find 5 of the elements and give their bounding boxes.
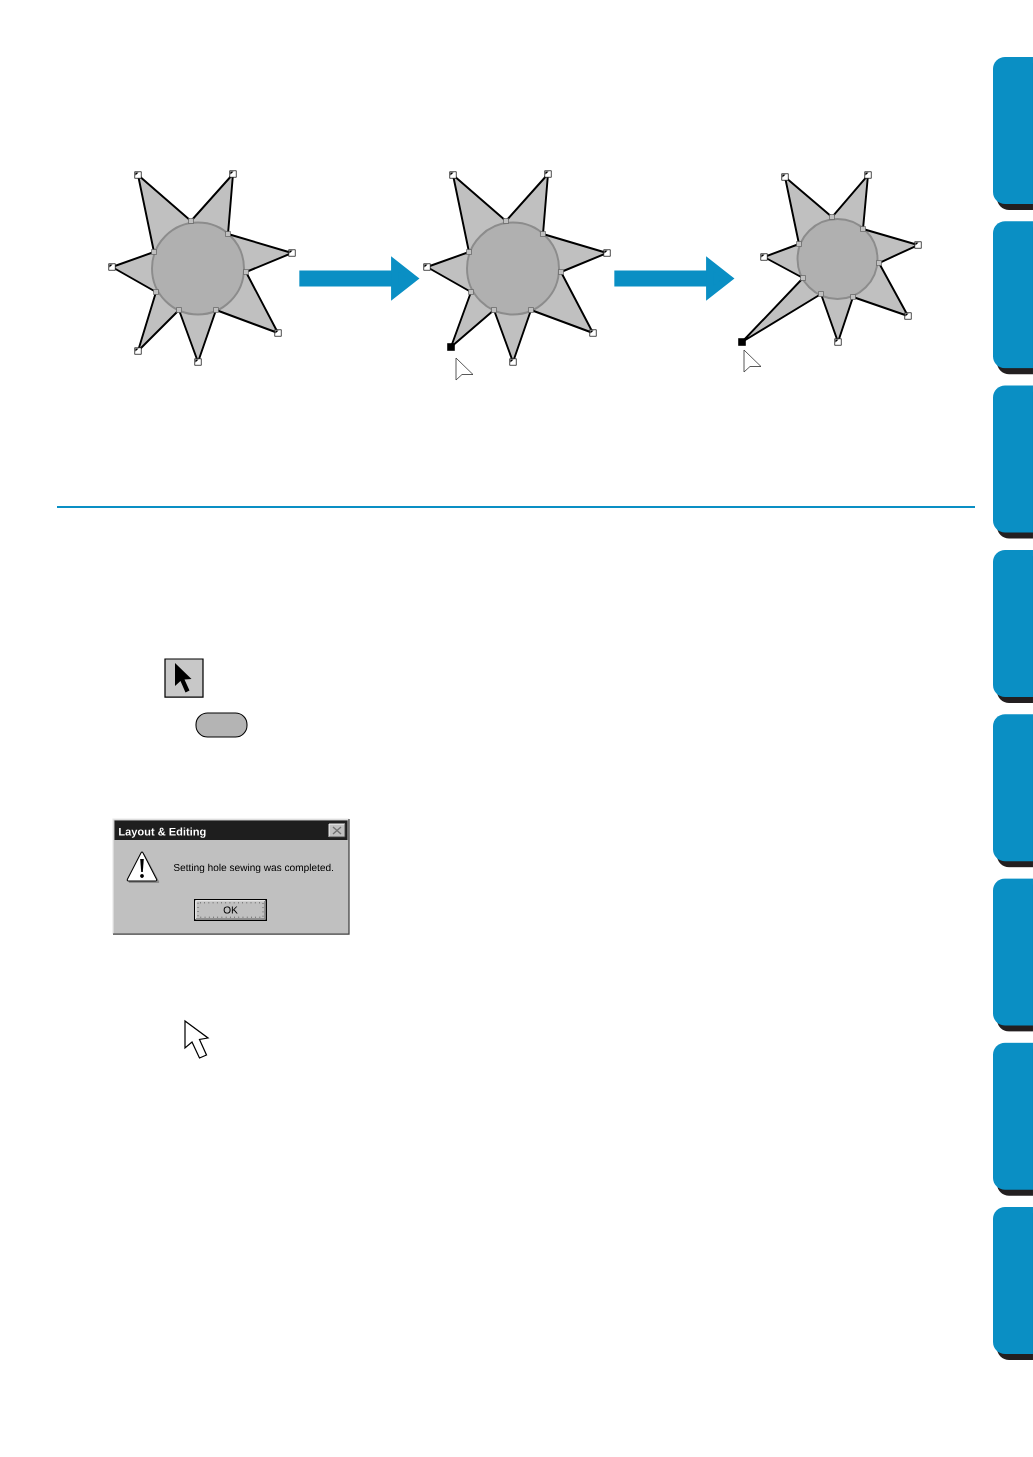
star-drawing	[423, 170, 611, 366]
dialog-message: Setting hole sewing was completed.	[173, 863, 333, 874]
ok-button: OK	[194, 899, 267, 921]
star-drawing	[108, 170, 296, 366]
star-drawing	[738, 171, 922, 346]
